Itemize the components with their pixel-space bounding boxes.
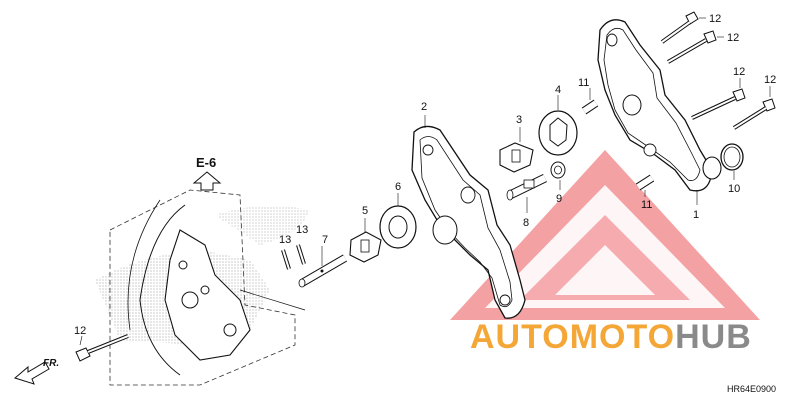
pump-shaft-7[interactable]: 7	[298, 234, 348, 288]
watermark-part-moto: MOTO	[570, 318, 675, 356]
callout-7: 7	[322, 234, 328, 246]
washer-9[interactable]: 9	[550, 161, 566, 205]
dowel-11-upper[interactable]: 11	[578, 77, 599, 115]
front-direction-indicator: FR.	[13, 358, 59, 385]
pump-shaft-8[interactable]: 8	[506, 173, 547, 229]
bolt-12-top-a[interactable]: 12	[660, 11, 721, 44]
reference-e6[interactable]: E-6	[192, 155, 222, 191]
watermark-part-auto: AUTO	[470, 318, 570, 356]
front-label: FR.	[43, 358, 59, 369]
engine-case-section	[95, 189, 310, 386]
callout-2: 2	[421, 101, 427, 113]
reference-label: E-6	[196, 155, 216, 170]
front-arrow-icon	[13, 361, 50, 385]
dowel-11-lower[interactable]: 11	[635, 174, 655, 211]
callout-12-mid-b: 12	[764, 74, 776, 86]
watermark-part-hub: HUB	[675, 318, 752, 356]
callout-12-top-b: 12	[727, 32, 739, 44]
bolt-12-top-b[interactable]: 12	[666, 30, 739, 64]
callout-13-a: 13	[279, 234, 291, 246]
callout-13-b: 13	[296, 224, 308, 236]
bolt-12-lower-left[interactable]: 12	[74, 325, 129, 362]
bolt-12-mid-a[interactable]: 12	[691, 66, 746, 120]
callout-12-top-a: 12	[709, 13, 721, 25]
callout-8: 8	[523, 217, 529, 229]
callout-5: 5	[362, 205, 368, 217]
inner-rotor-3[interactable]: 3	[499, 114, 534, 173]
bolt-12-mid-b[interactable]: 12	[732, 74, 776, 130]
pump-body-plate-2[interactable]: 2	[411, 101, 526, 319]
pump-cover-1[interactable]: 1	[597, 19, 722, 221]
callout-12-mid-a: 12	[733, 66, 745, 78]
diagram-code: HR64E0900	[727, 384, 776, 394]
outer-rotor-4[interactable]: 4	[538, 84, 578, 156]
callout-11-lower: 11	[641, 199, 652, 211]
watermark-text: AUTOMOTOHUB	[470, 318, 752, 356]
inner-rotor-5[interactable]: 5	[349, 205, 382, 263]
svg-text:AUTOMOTOHUB: AUTOMOTOHUB	[470, 318, 752, 356]
callout-10: 10	[728, 183, 740, 195]
callout-9: 9	[556, 193, 562, 205]
o-ring-10[interactable]: 10	[720, 143, 744, 195]
callout-12: 12	[74, 325, 86, 337]
callout-11-upper: 11	[578, 77, 589, 89]
callout-3: 3	[516, 114, 522, 126]
reference-arrow-icon	[192, 171, 222, 191]
callout-4: 4	[555, 84, 561, 96]
watermark-logo	[450, 150, 760, 320]
dowel-pins-13[interactable]: 13 13	[279, 224, 308, 270]
callout-1: 1	[693, 209, 699, 221]
outer-rotor-6[interactable]: 6	[379, 181, 417, 249]
callout-6: 6	[395, 181, 401, 193]
